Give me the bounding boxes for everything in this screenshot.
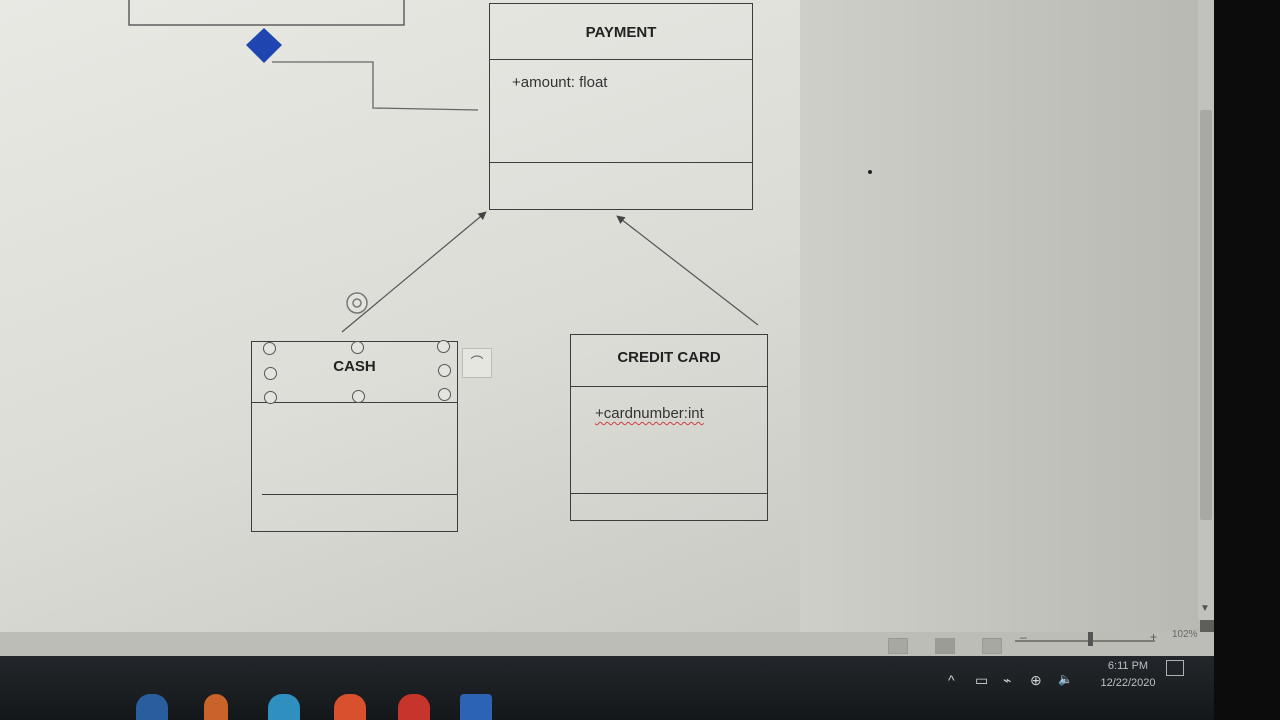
cash-inheritance-arrow bbox=[341, 211, 487, 333]
chrome-icon[interactable] bbox=[334, 694, 366, 720]
clock-time: 6:11 PM bbox=[1107, 660, 1149, 672]
creditcard-divider-2 bbox=[571, 493, 767, 494]
taskbar bbox=[0, 656, 1214, 720]
resize-handle[interactable] bbox=[264, 367, 277, 380]
document-page bbox=[0, 0, 800, 640]
scrollbar-thumb[interactable] bbox=[1200, 110, 1212, 520]
creditcard-attribute: +cardnumber:int bbox=[595, 405, 704, 422]
resize-handle[interactable] bbox=[352, 390, 365, 403]
taskbar-app-icon[interactable] bbox=[204, 694, 228, 720]
clock-date: 12/22/2020 bbox=[1100, 677, 1156, 689]
zoom-slider[interactable] bbox=[1015, 640, 1155, 642]
resize-handle[interactable] bbox=[437, 340, 450, 353]
word-icon[interactable] bbox=[460, 694, 492, 720]
battery-icon[interactable]: ▭ bbox=[975, 672, 989, 688]
scroll-down-icon[interactable]: ▼ bbox=[1200, 603, 1210, 614]
edge-icon[interactable] bbox=[268, 694, 300, 720]
zoom-slider-thumb[interactable] bbox=[1088, 632, 1093, 646]
resize-handle[interactable] bbox=[264, 391, 277, 404]
document-background bbox=[800, 0, 1200, 640]
taskbar-clock[interactable]: 6:11 PM 12/22/2020 bbox=[1088, 658, 1168, 692]
zoom-level[interactable]: 102% bbox=[1172, 629, 1198, 640]
monitor-bezel bbox=[1214, 0, 1280, 720]
zoom-out-button[interactable]: – bbox=[1020, 630, 1027, 644]
read-mode-button[interactable] bbox=[888, 638, 908, 654]
language-globe-icon[interactable]: ⊕ bbox=[1030, 672, 1042, 688]
payment-divider-2 bbox=[490, 162, 752, 163]
resize-handle[interactable] bbox=[351, 341, 364, 354]
resize-handle[interactable] bbox=[263, 342, 276, 355]
payment-class-title: PAYMENT bbox=[585, 24, 657, 41]
payment-class-box[interactable]: PAYMENT +amount: float bbox=[489, 3, 753, 210]
cash-class-box[interactable]: CASH bbox=[251, 341, 458, 532]
cash-divider-1 bbox=[252, 402, 457, 403]
opera-icon[interactable] bbox=[398, 694, 430, 720]
cash-class-title: CASH bbox=[333, 358, 376, 375]
creditcard-attribute-text: +cardnumber:int bbox=[595, 405, 704, 422]
payment-attribute: +amount: float bbox=[512, 74, 608, 91]
partial-class-box bbox=[128, 0, 405, 26]
print-layout-button[interactable] bbox=[935, 638, 955, 654]
resize-handle[interactable] bbox=[438, 388, 451, 401]
zoom-in-button[interactable]: + bbox=[1150, 630, 1158, 644]
notification-center-icon[interactable] bbox=[1166, 660, 1184, 676]
payment-divider-1 bbox=[490, 59, 752, 60]
creditcard-class-title: CREDIT CARD bbox=[617, 349, 721, 366]
layout-options-icon[interactable]: ⌒ bbox=[462, 348, 492, 378]
creditcard-inheritance-arrow bbox=[616, 215, 759, 326]
rotate-handle-icon bbox=[346, 292, 368, 314]
volume-icon[interactable]: 🔈 bbox=[1058, 672, 1073, 686]
taskbar-app-icon[interactable] bbox=[136, 694, 168, 720]
diagram-connectors bbox=[128, 0, 759, 333]
tray-chevron-icon[interactable]: ^ bbox=[948, 672, 955, 688]
creditcard-class-box[interactable]: CREDIT CARD +cardnumber:int bbox=[570, 334, 768, 521]
aggregation-connector bbox=[272, 61, 479, 111]
creditcard-divider-1 bbox=[571, 386, 767, 387]
aggregation-diamond bbox=[246, 28, 282, 63]
web-layout-button[interactable] bbox=[982, 638, 1002, 654]
resize-handle[interactable] bbox=[438, 364, 451, 377]
network-icon[interactable]: ⌁ bbox=[1003, 672, 1012, 688]
cash-divider-2 bbox=[262, 494, 457, 495]
mouse-pointer-dot bbox=[868, 170, 872, 174]
status-bar bbox=[0, 632, 1214, 656]
